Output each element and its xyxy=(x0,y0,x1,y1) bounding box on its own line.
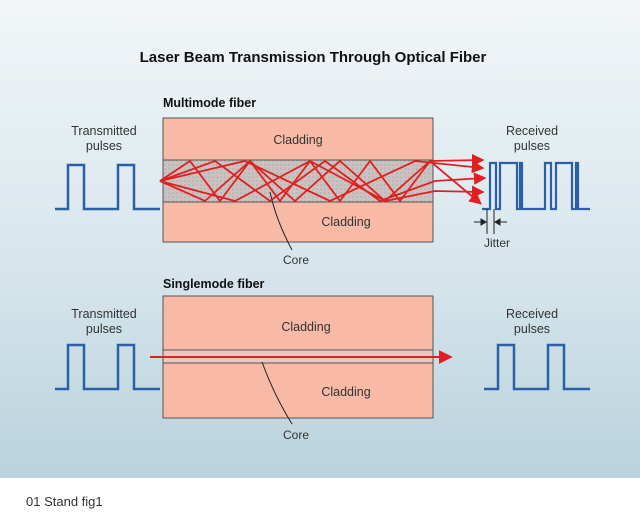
multimode-cladding-top-label: Cladding xyxy=(273,133,322,147)
multimode-received-label-2: pulses xyxy=(514,139,550,153)
multimode-received-pulses xyxy=(482,161,590,211)
multimode-heading: Multimode fiber xyxy=(163,96,256,110)
singlemode-received-pulses xyxy=(484,343,590,391)
singlemode-transmitted-label-2: pulses xyxy=(86,322,122,336)
multimode-rays xyxy=(159,153,487,205)
multimode-transmitted-label-2: pulses xyxy=(86,139,122,153)
singlemode-heading: Singlemode fiber xyxy=(163,277,265,291)
figure-id-label: 01 Stand fig1 xyxy=(26,494,103,509)
multimode-cladding-bottom-label: Cladding xyxy=(321,215,370,229)
singlemode-received-label-1: Received xyxy=(506,307,558,321)
jitter-marker xyxy=(474,209,507,234)
singlemode-core-label: Core xyxy=(283,428,309,442)
singlemode-cladding-top-label: Cladding xyxy=(281,320,330,334)
fiber-diagram: Laser Beam Transmission Through Optical … xyxy=(55,49,590,442)
singlemode-cladding-bottom-label: Cladding xyxy=(321,385,370,399)
figure-footer: 01 Stand fig1 xyxy=(0,478,640,526)
multimode-core-leader xyxy=(269,191,293,251)
jitter-label: Jitter xyxy=(484,236,510,250)
diagram-title: Laser Beam Transmission Through Optical … xyxy=(140,49,487,66)
multimode-core-label: Core xyxy=(283,253,309,267)
singlemode-transmitted-pulses xyxy=(55,343,160,391)
singlemode-transmitted-label-1: Transmitted xyxy=(71,307,137,321)
multimode-received-label-1: Received xyxy=(506,124,558,138)
singlemode-core-leader xyxy=(261,361,293,425)
multimode-transmitted-label-1: Transmitted xyxy=(71,124,137,138)
multimode-transmitted-pulses xyxy=(55,163,160,211)
singlemode-received-label-2: pulses xyxy=(514,322,550,336)
